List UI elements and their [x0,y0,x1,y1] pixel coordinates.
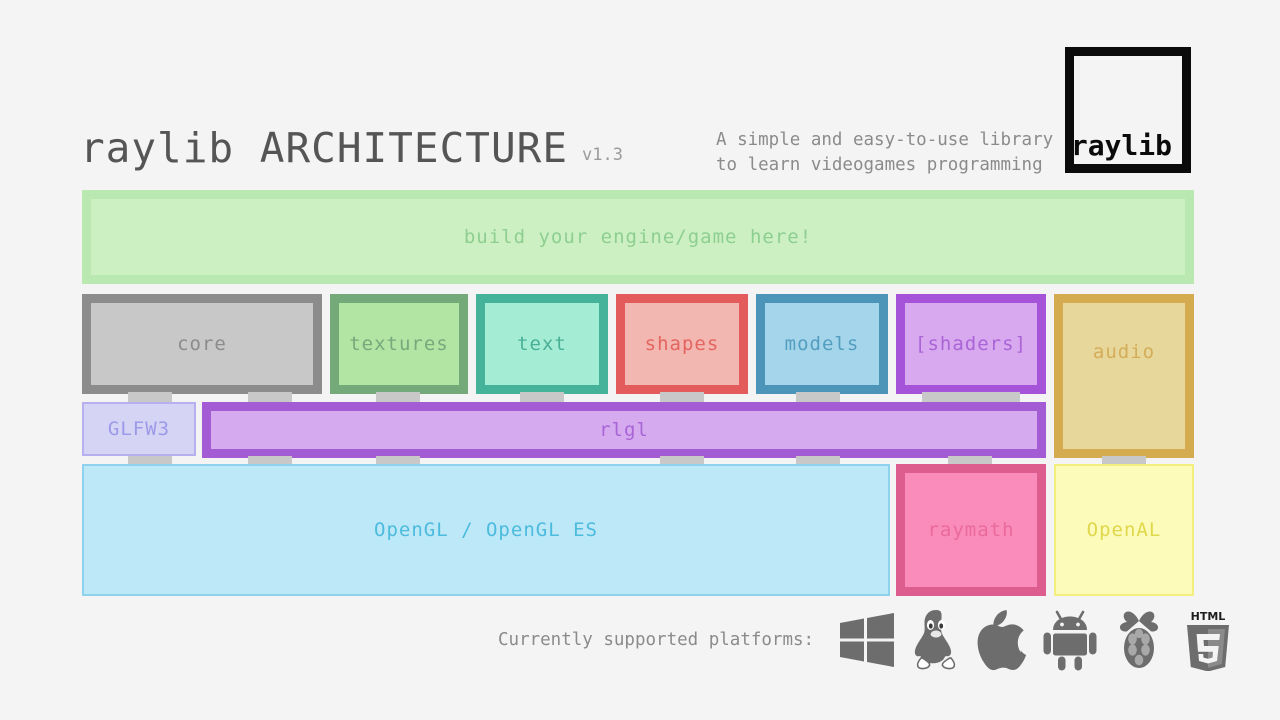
layer-openal-label: OpenAL [1086,519,1162,541]
tagline-line-2: to learn videogames programming [716,155,1043,175]
connector-tab-audio-openal [1102,456,1146,466]
layer-openal: OpenAL [1054,464,1194,596]
connector-tab-glfw-opengl [128,456,172,466]
module-core: core [82,294,322,394]
html5-icon: HTML [1180,609,1236,671]
layer-glfw3: GLFW3 [82,402,196,456]
connector-tab-shapes-rlgl [660,392,704,402]
supported-platforms-label: Currently supported platforms: [498,630,815,650]
page-title: raylib ARCHITECTURE [80,124,568,172]
module-shaders-label: [shaders] [915,333,1027,355]
connector-tab-core-glfw [128,392,172,402]
layer-raymath-label: raymath [927,519,1015,541]
windows-icon [838,611,896,669]
module-shaders: [shaders] [896,294,1046,394]
module-models-label: models [784,333,860,355]
apple-icon [976,609,1030,671]
module-textures-label: textures [349,333,449,355]
connector-tab-text-rlgl [520,392,564,402]
connector-tab-rlgl-opengl-3 [660,456,704,466]
raspberry-pi-icon [1110,609,1168,671]
module-shapes-label: shapes [644,333,720,355]
raylib-logo-text: raylib [1070,129,1172,162]
connector-tab-rlgl-opengl-1 [248,456,292,466]
module-shapes: shapes [616,294,748,394]
module-text: text [476,294,608,394]
linux-tux-icon [908,609,964,671]
module-models: models [756,294,888,394]
build-your-game-layer: build your engine/game here! [82,190,1194,284]
connector-tab-rlgl-raymath [796,456,840,466]
connector-tab-shaders-rlgl [922,392,1020,402]
layer-opengl: OpenGL / OpenGL ES [82,464,890,596]
raylib-logo: raylib [1065,47,1191,173]
module-audio: audio [1054,294,1194,458]
tagline: A simple and easy-to-use library to lear… [716,128,1053,178]
connector-tab-core-rlgl [248,392,292,402]
header-title-block: raylib ARCHITECTURE v1.3 [80,128,623,169]
layer-opengl-label: OpenGL / OpenGL ES [374,519,598,541]
tagline-line-1: A simple and easy-to-use library [716,130,1054,150]
connector-tab-shaders-raymath [948,456,992,466]
version-label: v1.3 [582,145,623,165]
connector-tab-textures-rlgl [376,392,420,402]
layer-rlgl-label: rlgl [599,419,649,441]
build-your-game-label: build your engine/game here! [463,226,813,248]
supported-platforms-row: Currently supported platforms: [498,604,1230,676]
module-audio-label: audio [1092,341,1156,363]
module-textures: textures [330,294,468,394]
module-core-label: core [177,333,227,355]
layer-raymath: raymath [896,464,1046,596]
module-text-label: text [517,333,567,355]
layer-rlgl: rlgl [202,402,1046,458]
android-icon [1042,609,1098,671]
connector-tab-rlgl-opengl-2 [376,456,420,466]
svg-text:HTML: HTML [1191,610,1226,623]
connector-tab-models-rlgl [796,392,840,402]
layer-glfw3-label: GLFW3 [107,418,171,440]
